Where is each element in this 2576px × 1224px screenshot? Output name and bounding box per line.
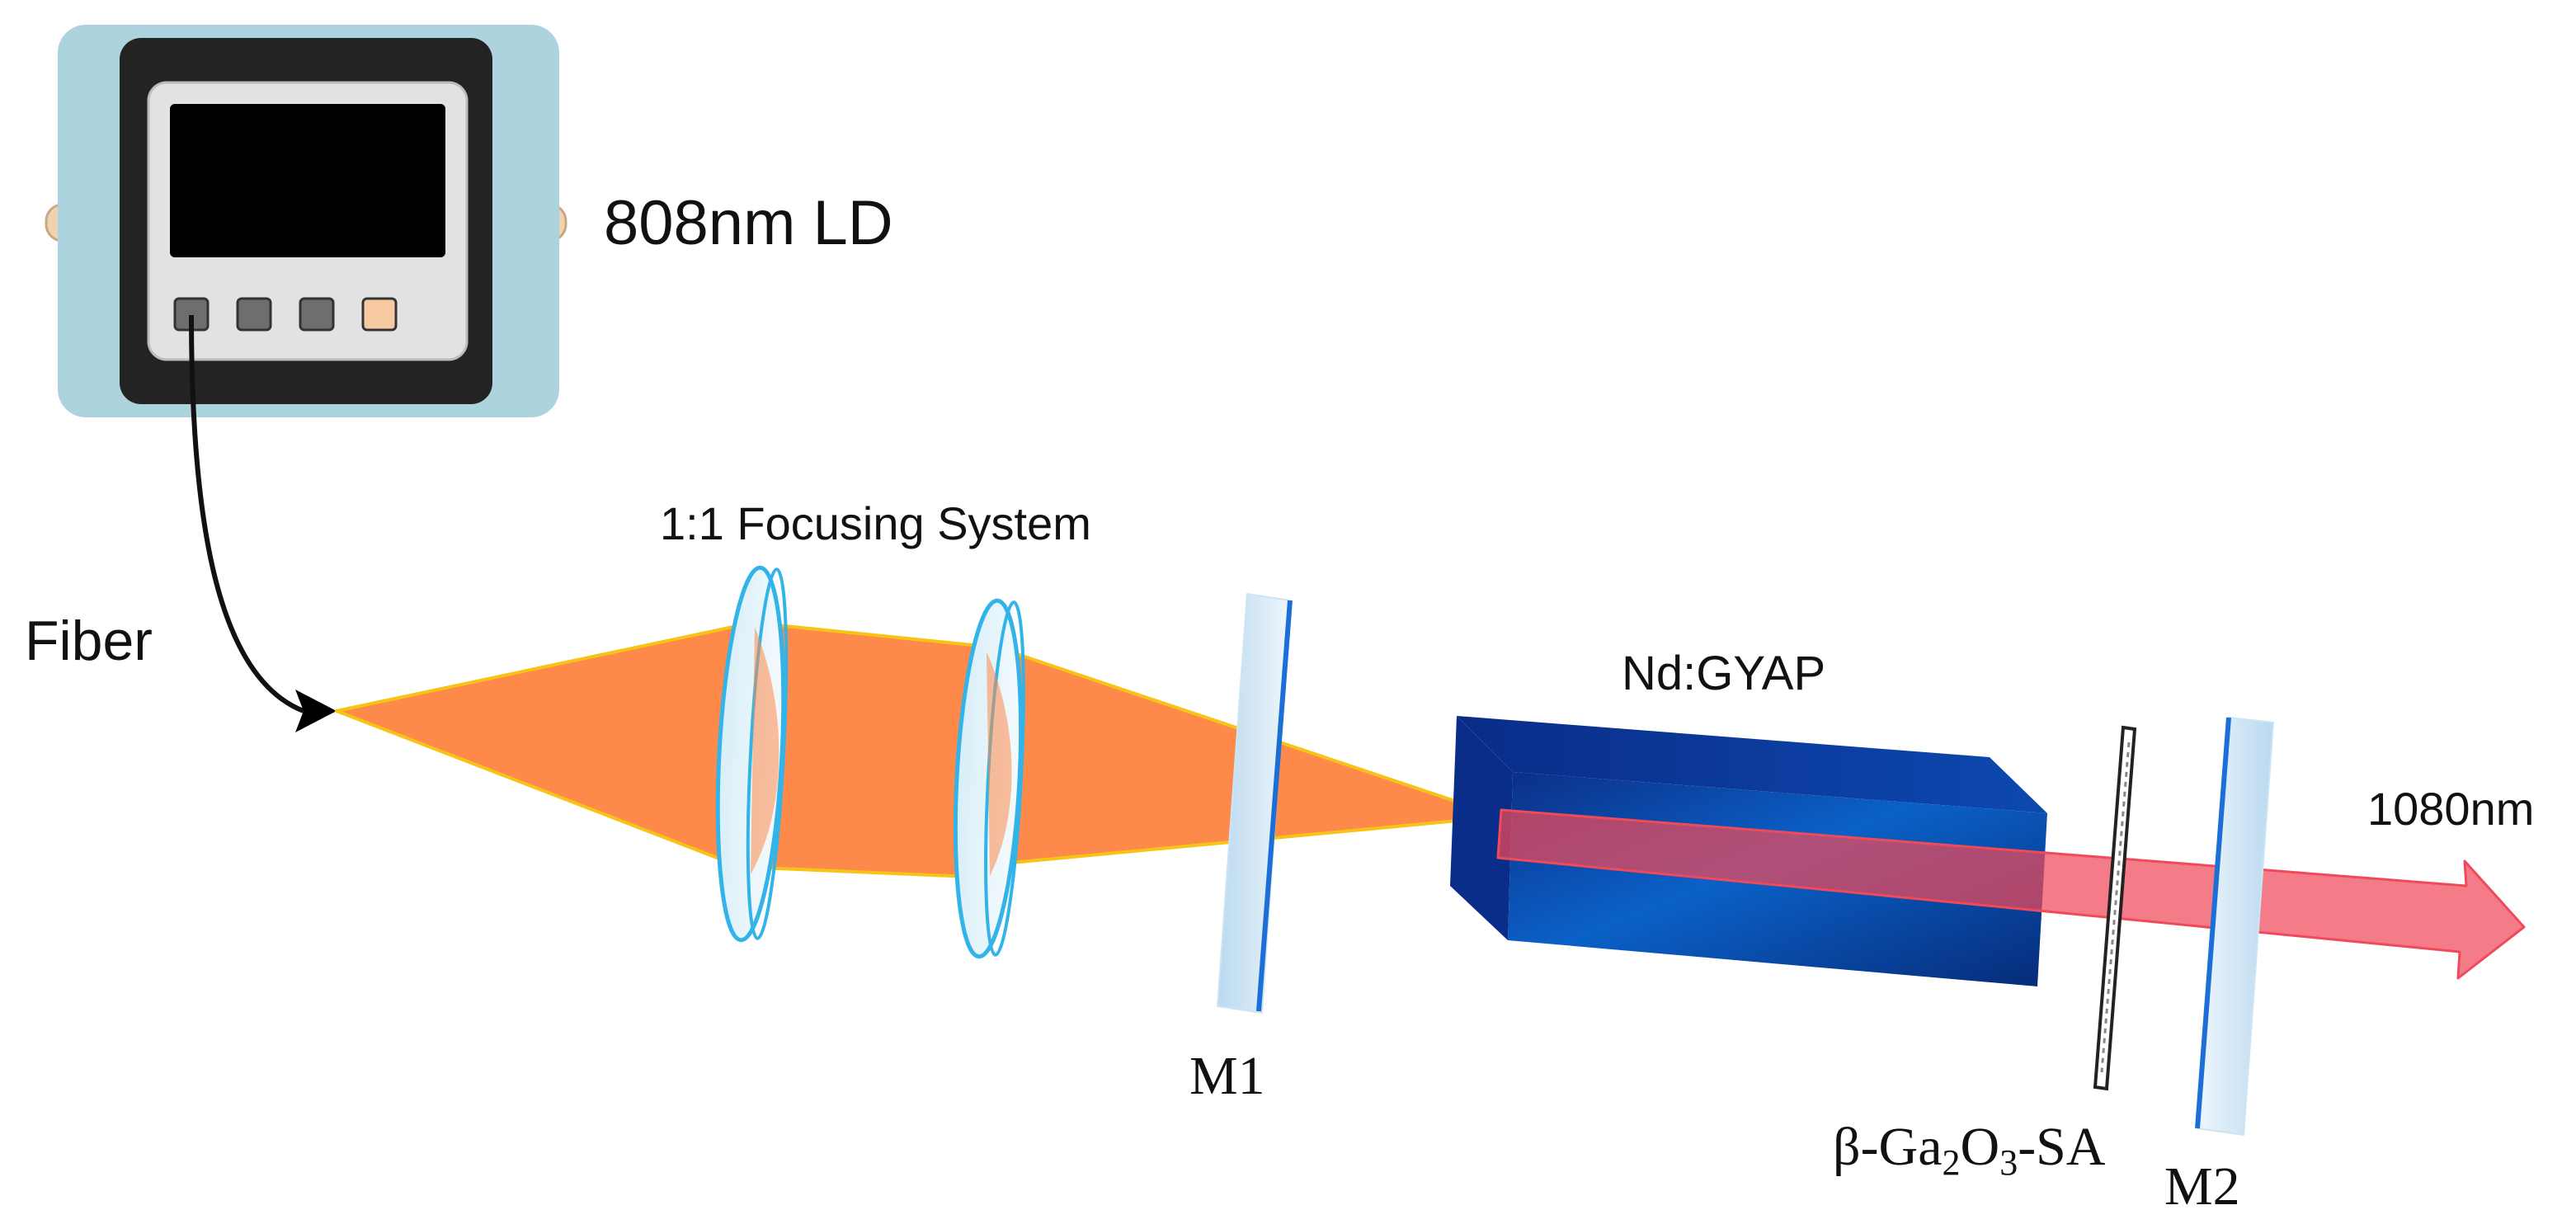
sa-label-sub1: 2 bbox=[1943, 1142, 1961, 1183]
saturable-absorber-icon bbox=[2093, 725, 2137, 1091]
device-screen bbox=[170, 104, 445, 257]
mirror-m2-icon bbox=[2195, 716, 2275, 1137]
laser-beam bbox=[1496, 808, 2526, 980]
fiber-label: Fiber bbox=[25, 610, 153, 672]
fiber-line bbox=[189, 314, 305, 713]
focusing-system-label: 1:1 Focusing System bbox=[660, 497, 1091, 549]
source-label: 808nm LD bbox=[604, 188, 893, 258]
m2-label: M2 bbox=[2164, 1156, 2240, 1217]
crystal-top-face bbox=[1457, 716, 2047, 813]
arrow-icon bbox=[295, 690, 337, 732]
laser-diode-icon bbox=[45, 25, 567, 417]
crystal-left-face bbox=[1450, 716, 1513, 940]
sa-label-mid: O bbox=[1961, 1117, 2000, 1177]
output-label: 1080nm bbox=[2367, 783, 2534, 835]
sa-label: β-Ga2O3-SA bbox=[1833, 1117, 2106, 1183]
mirror-m1-icon bbox=[1216, 592, 1293, 1015]
crystal-label: Nd:GYAP bbox=[1622, 647, 1825, 700]
pump-beam-cone-1 bbox=[335, 624, 742, 866]
sa-label-sub2: 3 bbox=[1999, 1142, 2018, 1183]
sa-label-prefix: β-Ga bbox=[1833, 1117, 1943, 1177]
device-button-2 bbox=[236, 297, 272, 332]
lens-1-icon bbox=[715, 565, 789, 943]
m1-label: M1 bbox=[1189, 1046, 1265, 1106]
sa-label-suffix: -SA bbox=[2018, 1117, 2106, 1177]
device-button-4 bbox=[361, 297, 398, 332]
lens-2-icon bbox=[953, 598, 1025, 959]
device-button-3 bbox=[299, 297, 335, 332]
